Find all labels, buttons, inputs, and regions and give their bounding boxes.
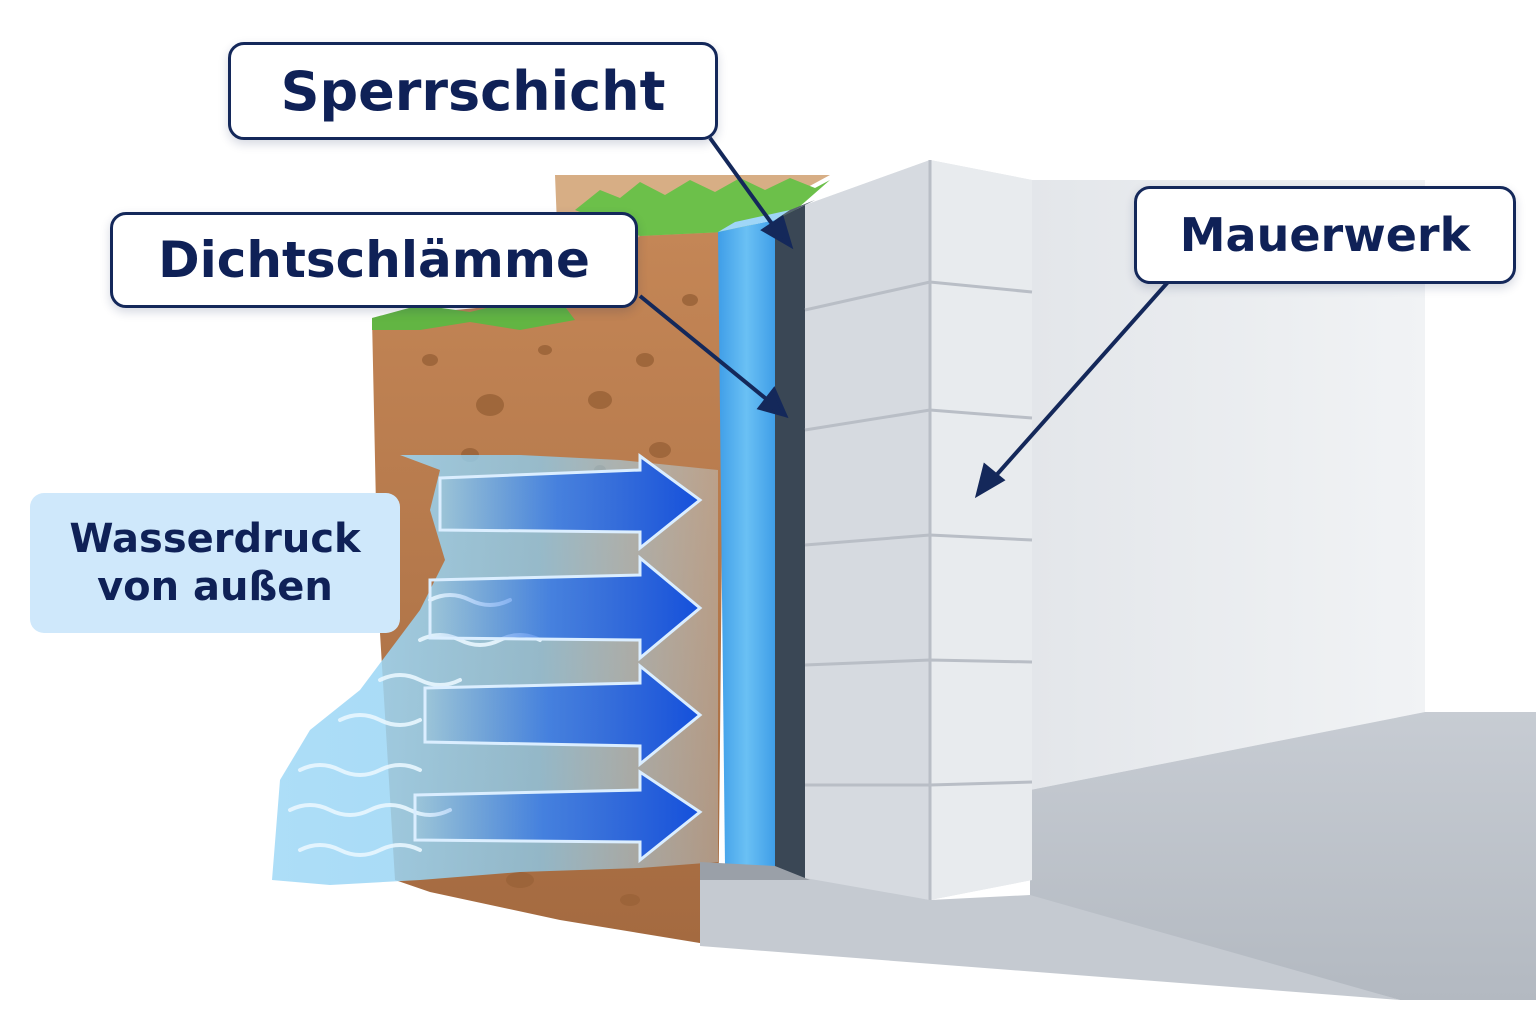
label-wasserdruck-line1: Wasserdruck	[69, 516, 361, 562]
arrow-right-icon	[423, 662, 703, 768]
label-mauerwerk: Mauerwerk	[1134, 186, 1516, 284]
label-wasserdruck: Wasserdruck von außen	[30, 493, 400, 633]
label-sperrschicht: Sperrschicht	[228, 42, 718, 140]
arrow-right-icon	[428, 554, 703, 662]
arrow-right-icon	[438, 453, 703, 552]
foundation-slab-top	[700, 862, 810, 880]
label-dichtschlaemme: Dichtschlämme	[110, 212, 638, 308]
mauerwerk-wall	[804, 160, 1033, 900]
groundwater	[272, 455, 718, 885]
foundation-slab	[700, 870, 1400, 1000]
arrow-right-icon	[413, 769, 703, 864]
label-wasserdruck-line2: von außen	[97, 564, 333, 610]
interior-floor	[1030, 712, 1536, 1000]
pressure-arrows	[413, 453, 703, 864]
dichtschlaemme-layer	[718, 220, 775, 870]
